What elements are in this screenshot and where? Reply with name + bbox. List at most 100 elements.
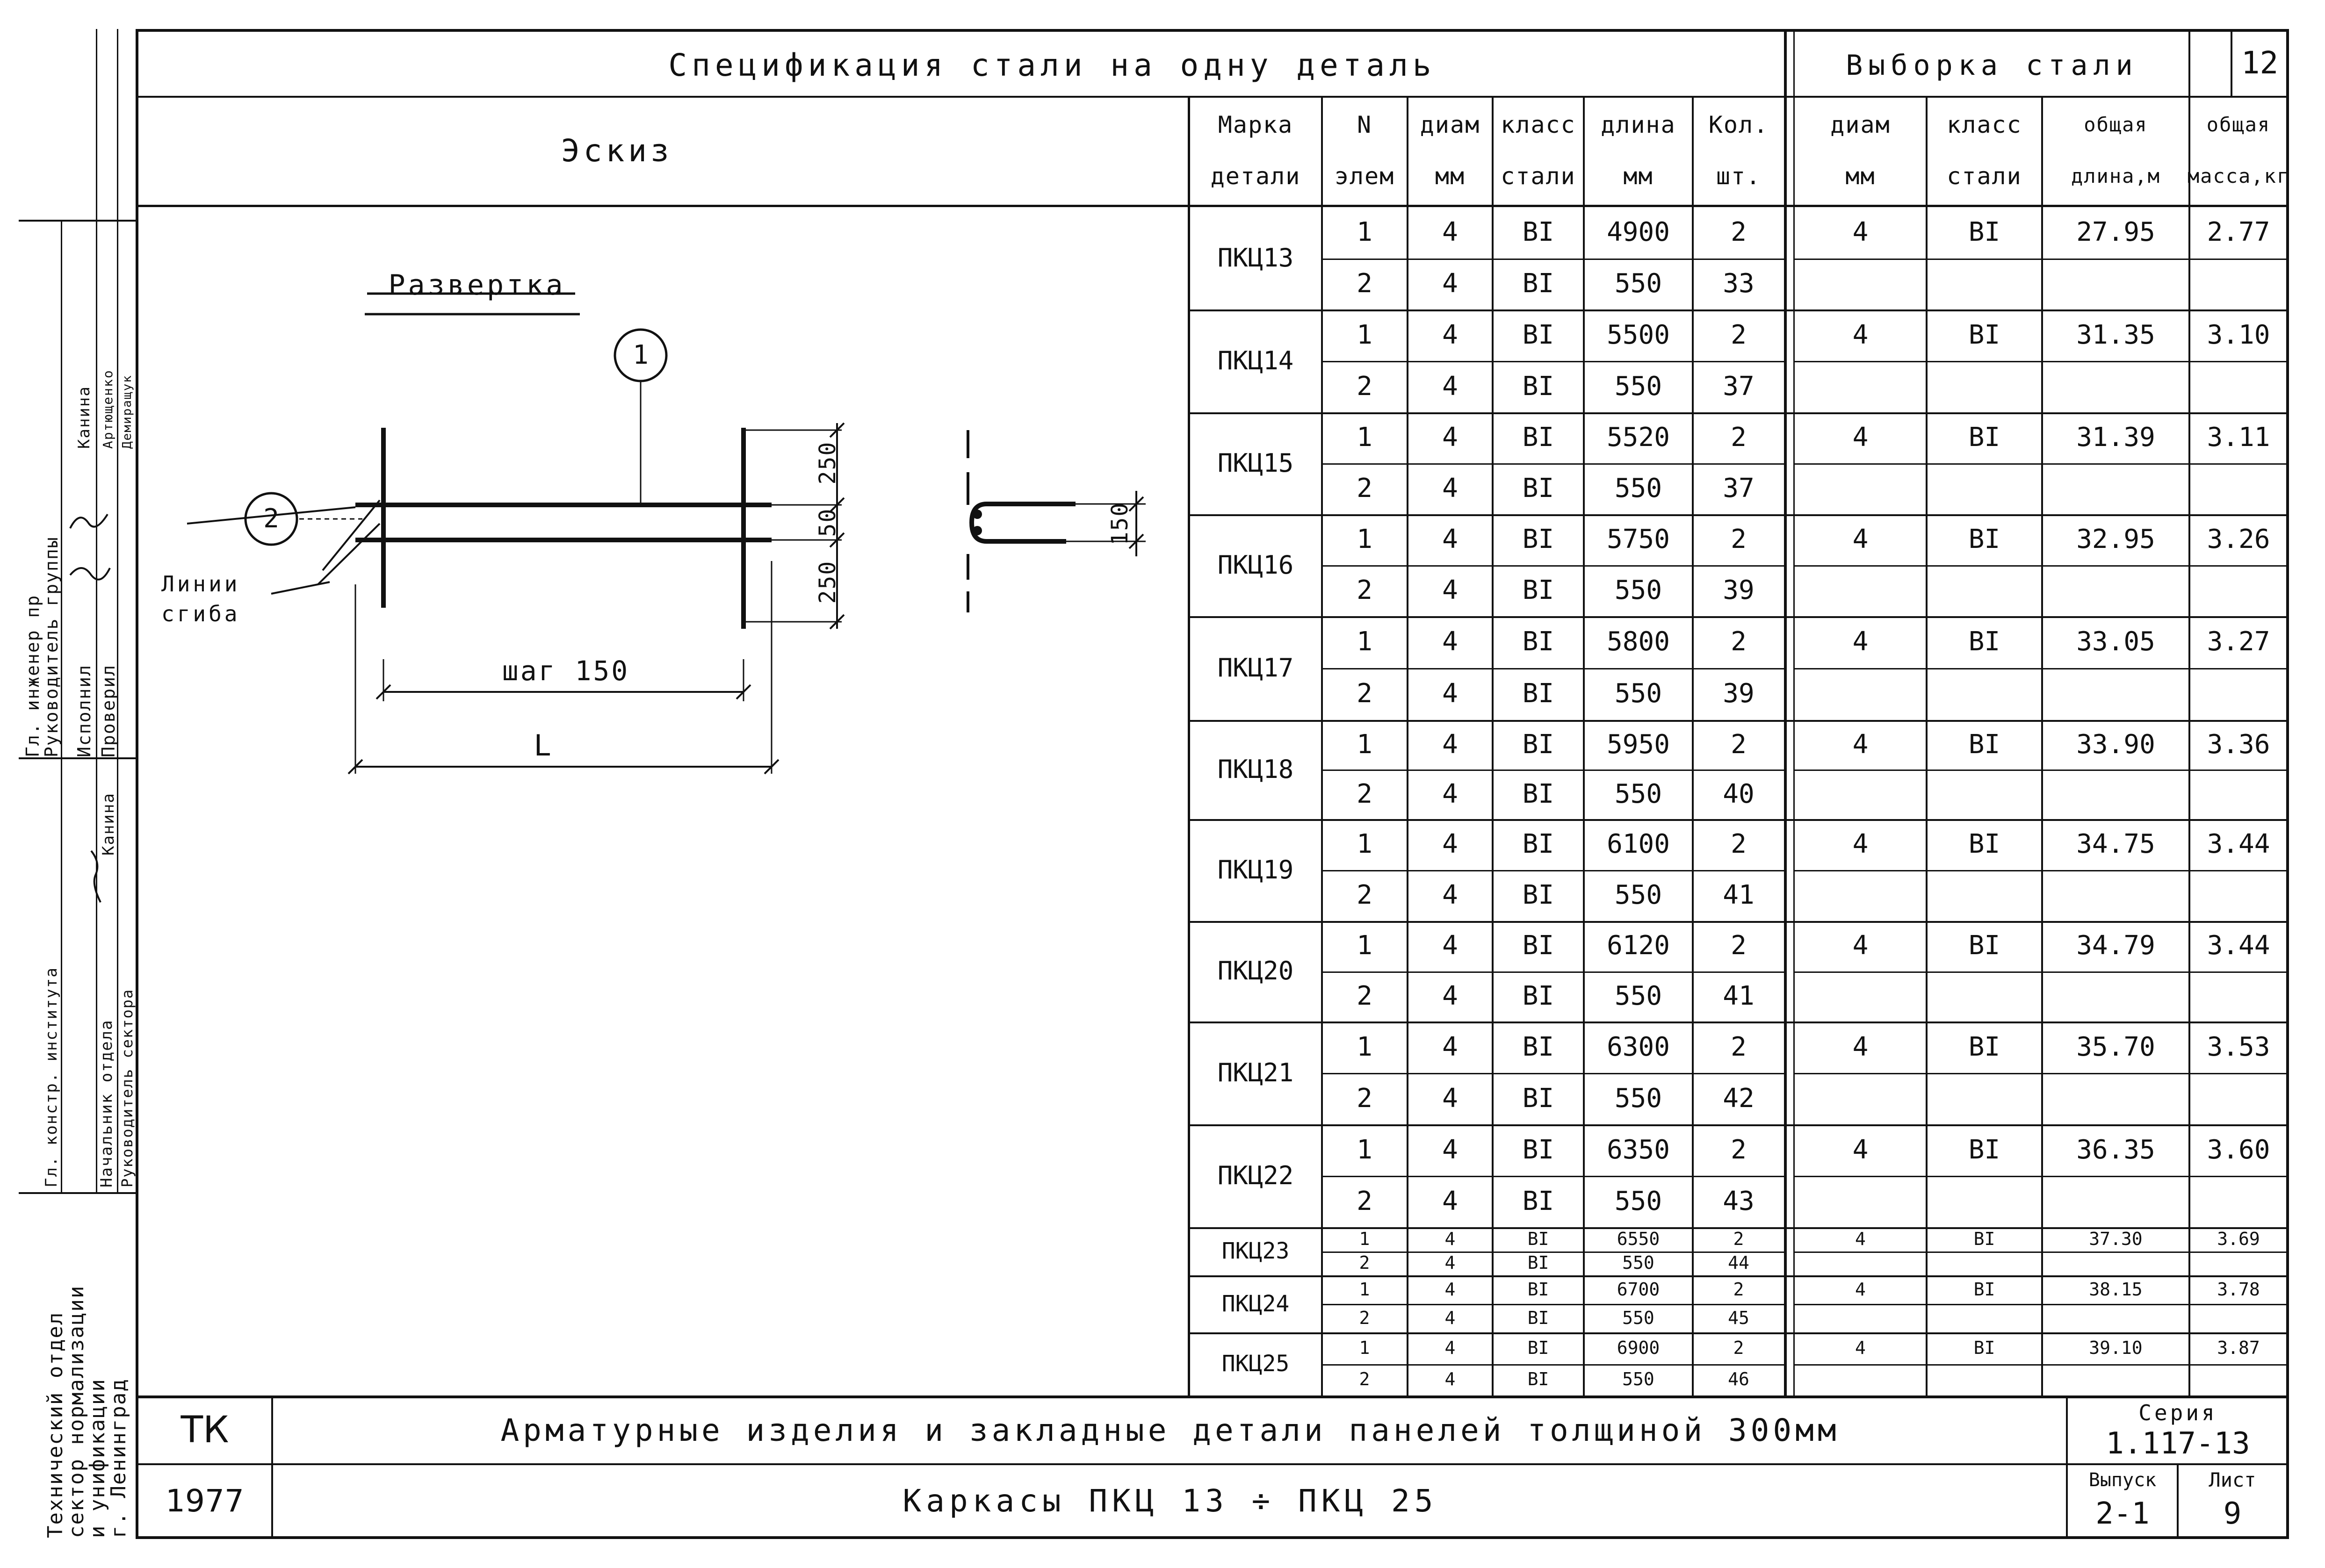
row-mark: ПКЦ25 xyxy=(1221,1351,1290,1377)
sel-total-length: 33.05 xyxy=(2076,626,2155,657)
frame-right xyxy=(2286,29,2289,1539)
stamp-role-gl-engineer: Гл. инженер пр xyxy=(22,594,43,757)
col-header-steel-class-1: класс xyxy=(1501,111,1576,139)
elem-diameter: 4 xyxy=(1442,575,1458,606)
elem-steel-class: BI xyxy=(1522,829,1554,860)
elem-length: 6100 xyxy=(1607,829,1670,860)
elem-number: 2 xyxy=(1357,678,1372,709)
sheet-value: 9 xyxy=(2223,1496,2242,1532)
sel-total-mass: 2.77 xyxy=(2207,217,2270,248)
sel-steel-class: BI xyxy=(1973,1228,1995,1249)
elem-steel-class: BI xyxy=(1527,1252,1549,1273)
elem-length: 6900 xyxy=(1617,1337,1660,1358)
sketch-drawing xyxy=(187,292,1146,775)
spec-title: Спецификация стали на одну деталь xyxy=(668,47,1436,84)
elem-length: 550 xyxy=(1614,371,1662,402)
sel-total-length: 35.70 xyxy=(2076,1031,2155,1062)
sel-total-mass: 3.87 xyxy=(2217,1337,2260,1358)
title-block-year: 1977 xyxy=(166,1483,244,1519)
sel-total-length: 27.95 xyxy=(2076,217,2155,248)
stamp-role-sector-head: Руководитель сектора xyxy=(118,988,136,1187)
sel-steel-class: BI xyxy=(1968,217,2000,248)
elem-quantity: 46 xyxy=(1728,1369,1749,1390)
frame-top xyxy=(136,29,2289,32)
sel-total-mass: 3.36 xyxy=(2207,729,2270,760)
row-mark: ПКЦ17 xyxy=(1217,653,1294,683)
elem-length: 6350 xyxy=(1607,1134,1670,1165)
elem-number: 2 xyxy=(1357,980,1372,1011)
sel-steel-class: BI xyxy=(1973,1337,1995,1358)
elem-quantity: 45 xyxy=(1728,1307,1749,1328)
elem-number: 2 xyxy=(1357,1083,1372,1114)
sel-diameter: 4 xyxy=(1855,1279,1866,1300)
elem-length: 550 xyxy=(1614,1186,1662,1216)
sel-diameter: 4 xyxy=(1852,1134,1869,1165)
col-header-sel-total-length-1: общая xyxy=(2084,113,2148,137)
elem-length: 550 xyxy=(1614,473,1662,504)
elem-length: 6550 xyxy=(1617,1228,1660,1249)
sheet-label: Лист xyxy=(2209,1468,2256,1491)
sel-diameter: 4 xyxy=(1852,422,1869,453)
issue-label: Выпуск xyxy=(2088,1469,2157,1491)
elem-length: 550 xyxy=(1622,1252,1654,1273)
elem-quantity: 41 xyxy=(1723,980,1755,1011)
row-mark: ПКЦ18 xyxy=(1217,754,1294,784)
elem-length: 550 xyxy=(1622,1369,1654,1390)
elem-number: 2 xyxy=(1359,1307,1370,1328)
elem-length: 5750 xyxy=(1607,524,1670,555)
sel-total-length: 33.90 xyxy=(2076,729,2155,760)
col-header-sel-diam-1: диам xyxy=(1830,111,1891,139)
bend-lines-label-1: Линии xyxy=(161,571,240,597)
selection-title: Выборка стали xyxy=(1846,49,2138,82)
elem-number: 2 xyxy=(1357,371,1372,402)
document-subtitle: Каркасы ПКЦ 13 ÷ ПКЦ 25 xyxy=(903,1483,1438,1519)
elem-steel-class: BI xyxy=(1522,524,1554,555)
elem-steel-class: BI xyxy=(1522,930,1554,961)
elem-number: 1 xyxy=(1357,524,1372,555)
document-title: Арматурные изделия и закладные детали па… xyxy=(500,1412,1840,1449)
issue-value: 2-1 xyxy=(2095,1496,2150,1532)
sel-diameter: 4 xyxy=(1852,1031,1869,1062)
col-header-steel-class-2: стали xyxy=(1501,163,1576,190)
elem-length: 550 xyxy=(1622,1307,1654,1328)
sheet-corner-number: 12 xyxy=(2241,45,2279,81)
sel-total-mass: 3.10 xyxy=(2207,319,2270,350)
elem-steel-class: BI xyxy=(1522,678,1554,709)
elem-number: 1 xyxy=(1359,1279,1370,1300)
col-header-qty-1: Кол. xyxy=(1708,111,1769,139)
elem-quantity: 2 xyxy=(1731,422,1747,453)
elem-number: 2 xyxy=(1357,778,1372,809)
col-header-elem-1: N xyxy=(1357,111,1372,139)
title-block-code: ТК xyxy=(181,1409,229,1452)
sel-diameter: 4 xyxy=(1852,930,1869,961)
elem-diameter: 4 xyxy=(1442,319,1458,350)
sel-total-mass: 3.44 xyxy=(2207,930,2270,961)
elem-number: 1 xyxy=(1359,1337,1370,1358)
col-header-sel-total-mass-1: общая xyxy=(2206,113,2271,137)
elem-quantity: 2 xyxy=(1733,1228,1744,1249)
elem-number: 1 xyxy=(1357,1134,1372,1165)
elem-number: 1 xyxy=(1357,829,1372,860)
position-2-label: 2 xyxy=(263,503,279,534)
elem-steel-class: BI xyxy=(1522,1083,1554,1114)
elem-length: 550 xyxy=(1614,980,1662,1011)
elem-diameter: 4 xyxy=(1442,678,1458,709)
elem-number: 2 xyxy=(1357,268,1372,299)
sel-total-length: 36.35 xyxy=(2076,1134,2155,1165)
elem-number: 1 xyxy=(1357,319,1372,350)
sel-total-mass: 3.11 xyxy=(2207,422,2270,453)
elem-diameter: 4 xyxy=(1444,1252,1456,1273)
elem-length: 5800 xyxy=(1607,626,1670,657)
elem-diameter: 4 xyxy=(1442,1186,1458,1216)
sel-steel-class: BI xyxy=(1968,422,2000,453)
signature-marks xyxy=(69,513,111,903)
elem-diameter: 4 xyxy=(1442,778,1458,809)
elem-steel-class: BI xyxy=(1527,1279,1549,1300)
series-label: Серия xyxy=(2138,1400,2217,1425)
elem-quantity: 33 xyxy=(1723,268,1755,299)
row-mark: ПКЦ14 xyxy=(1217,345,1294,375)
elem-quantity: 2 xyxy=(1731,930,1747,961)
sel-total-mass: 3.44 xyxy=(2207,829,2270,860)
elem-number: 2 xyxy=(1357,880,1372,911)
elem-length: 550 xyxy=(1614,268,1662,299)
